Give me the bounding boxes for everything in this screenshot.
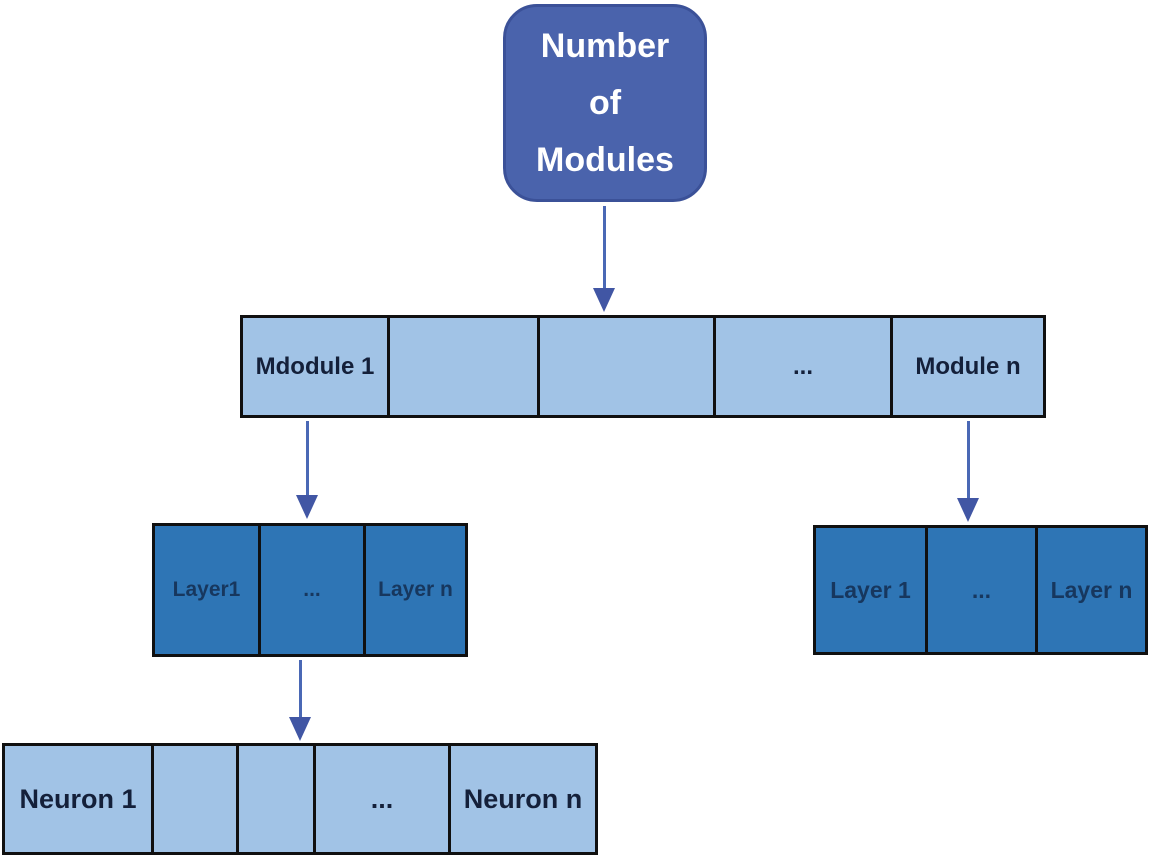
layers-left-row: Layer1 ... Layer n (152, 523, 468, 657)
neuron-cell-3 (236, 746, 313, 852)
neuron-cell-ellipsis: ... (313, 746, 448, 852)
arrow-stem (602, 206, 606, 288)
module-cell-1: Mdodule 1 (255, 352, 375, 380)
down-arrow-icon (296, 421, 318, 519)
down-arrow-icon (289, 660, 311, 741)
module-cell-ellipsis: ... (713, 318, 890, 415)
module-cell-3 (537, 318, 713, 415)
down-arrow-icon (957, 421, 979, 522)
arrow-stem (305, 421, 309, 495)
layer-cell-1: Layer 1 (830, 576, 911, 603)
neuron-cell-2 (151, 746, 236, 852)
neuron-cell-n: Neuron n (448, 746, 595, 852)
layer-cell-ellipsis: ... (925, 528, 1035, 652)
root-node-line-2: of (588, 83, 622, 122)
module-cell-n: Module n (890, 318, 1043, 415)
arrow-stem (966, 421, 970, 498)
layers-right-row: Layer 1 ... Layer n (813, 525, 1148, 655)
root-node-line-3: Modules (536, 140, 674, 179)
layer-cell-n: Layer n (1035, 528, 1145, 652)
module-cell-2 (387, 318, 537, 415)
layer-cell-ellipsis: ... (258, 526, 363, 654)
layer-cell-1: Layer1 (172, 578, 241, 601)
layer-cell-n: Layer n (363, 526, 465, 654)
modules-row: Mdodule 1 ... Module n (240, 315, 1046, 418)
neuron-cell-1: Neuron 1 (19, 783, 137, 814)
root-node-number-of-modules: Number of Modules (503, 4, 707, 202)
arrow-head (957, 498, 979, 522)
neurons-row: Neuron 1 ... Neuron n (2, 743, 598, 855)
root-node-line-1: Number (540, 26, 670, 65)
arrow-stem (298, 660, 302, 717)
arrow-head (593, 288, 615, 312)
arrow-head (289, 717, 311, 741)
arrow-head (296, 495, 318, 519)
down-arrow-icon (593, 206, 615, 312)
